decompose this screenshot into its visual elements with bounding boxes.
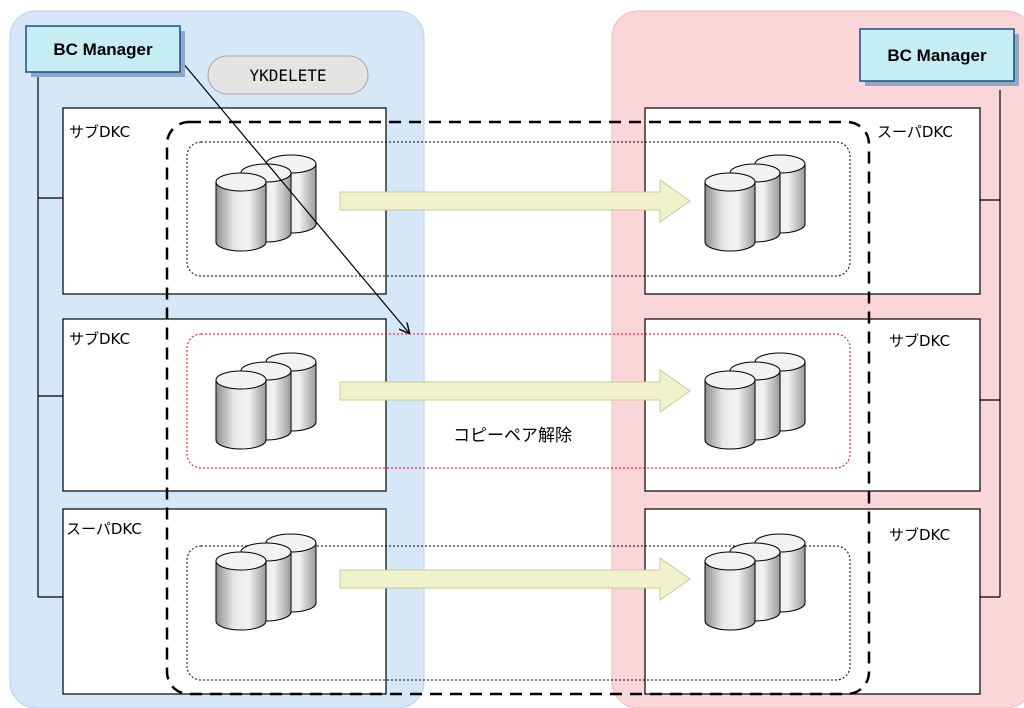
bc-manager-label: BC Manager bbox=[53, 40, 153, 59]
right-management-bus bbox=[980, 90, 1001, 598]
right-dkc-2: サブDKC bbox=[644, 318, 981, 492]
copy-arrow-1 bbox=[339, 179, 691, 223]
operation-label: コピーペア解除 bbox=[453, 426, 572, 446]
command-arrow bbox=[176, 55, 409, 333]
copy-arrow-3 bbox=[339, 557, 691, 601]
consistency-group-outline bbox=[165, 120, 871, 696]
copy-pair-group-3 bbox=[186, 545, 851, 681]
copy-pair-group-2-highlight bbox=[186, 333, 851, 469]
dkc-label: サブDKC bbox=[889, 332, 950, 350]
bc-manager-label: BC Manager bbox=[887, 46, 987, 65]
dkc-label: スーパDKC bbox=[877, 123, 953, 141]
right-dkc-3: サブDKC bbox=[644, 508, 981, 695]
right-dkc-1: スーパDKC bbox=[644, 107, 981, 295]
command-label: YKDELETE bbox=[249, 66, 326, 85]
right-bc-manager: BC Manager bbox=[859, 28, 1019, 86]
dkc-label: サブDKC bbox=[889, 526, 950, 544]
dkc-label: スーパDKC bbox=[66, 520, 142, 538]
left-management-bus bbox=[37, 66, 63, 598]
copy-pair-group-1 bbox=[186, 141, 851, 277]
left-bc-manager: BC Manager bbox=[25, 25, 185, 77]
dkc-label: サブDKC bbox=[69, 330, 130, 348]
command-badge: YKDELETE bbox=[207, 55, 369, 95]
dkc-label: サブDKC bbox=[69, 123, 130, 141]
copy-arrow-2 bbox=[339, 369, 691, 413]
